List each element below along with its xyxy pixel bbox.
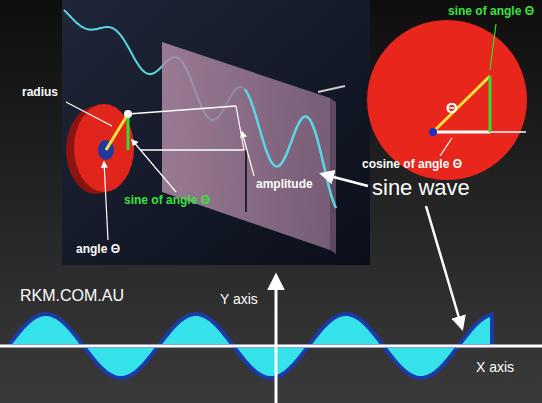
part-label: sine of angle Θ <box>448 5 534 18</box>
leader-line <box>104 162 108 240</box>
angle-label: Θ <box>446 100 458 117</box>
part-label: angle Θ <box>76 243 120 256</box>
axis-label: Y axis <box>220 292 258 307</box>
part-label: amplitude <box>256 178 313 191</box>
axis-stub <box>318 86 345 92</box>
callout-arrow <box>426 206 462 328</box>
part-label: radius <box>22 86 58 99</box>
amplitude-line <box>236 106 244 150</box>
leader-line <box>66 102 112 126</box>
red-disk <box>74 104 134 192</box>
cosine-line <box>433 131 490 134</box>
y-axis <box>275 276 278 403</box>
watermark: RKM.COM.AU <box>20 287 124 305</box>
leader-line <box>242 132 254 176</box>
x-axis <box>0 345 542 348</box>
leader-line <box>132 140 176 192</box>
projection-line <box>140 149 244 151</box>
radius-line <box>106 114 128 150</box>
center-dot <box>429 128 437 136</box>
leader-line <box>490 24 496 70</box>
unit-circle <box>367 20 527 180</box>
wave-3d <box>245 89 336 208</box>
projection-line <box>128 106 236 114</box>
hypotenuse-line <box>433 76 490 132</box>
inset-panel <box>62 0 370 265</box>
radius-extension <box>490 131 526 133</box>
plane-mark <box>245 150 247 212</box>
part-label: sine of angle Θ <box>124 194 210 207</box>
projection-plane <box>162 42 330 250</box>
leader-line <box>440 138 452 156</box>
part-label: cosine of angle Θ <box>362 158 462 171</box>
sine-line <box>489 76 492 132</box>
callout-arrow <box>322 174 368 186</box>
axis-label: X axis <box>476 360 514 375</box>
callout-title: sine wave <box>372 176 470 200</box>
sine-line <box>127 114 130 150</box>
